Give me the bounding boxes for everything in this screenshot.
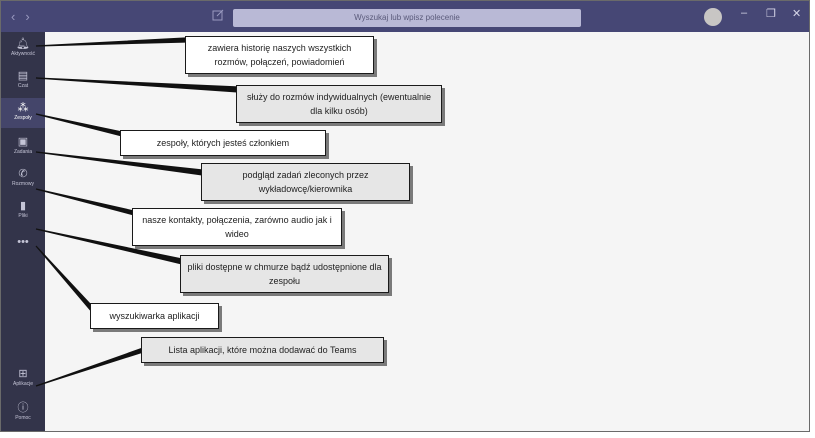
rail-item-calls[interactable]: ✆ Rozmowy: [1, 168, 45, 194]
callout-assignments: podgląd zadań zleconych przez wykładowcę…: [201, 163, 410, 201]
rail-item-activity[interactable]: 🔔︎ Aktywność: [1, 38, 45, 64]
callout-pointer-more: [35, 245, 93, 314]
rail-item-label: Pomoc: [15, 415, 31, 421]
search-input[interactable]: Wyszukaj lub wpisz polecenie: [233, 9, 581, 27]
rail-item-label: Zadania: [13, 149, 33, 155]
help-icon: ⓘ: [17, 402, 29, 414]
maximize-icon[interactable]: ❐: [766, 8, 776, 20]
rail-item-label: Aplikacje: [12, 381, 33, 387]
callout-teams: zespoły, których jesteś członkiem: [120, 130, 326, 156]
bell-icon: 🔔︎: [16, 38, 30, 50]
callout-files: pliki dostępne w chmurze bądź udostępnio…: [180, 255, 389, 293]
assignments-icon: ▣: [17, 136, 29, 148]
callout-apps-list: Lista aplikacji, które można dodawać do …: [141, 337, 384, 363]
rail-item-apps[interactable]: ⊞ Aplikacje: [1, 368, 45, 394]
rail-item-teams[interactable]: ⁂ Zespoły: [1, 98, 45, 128]
rail-item-files[interactable]: ▮ Pliki: [1, 200, 45, 226]
rail-item-label: Pliki: [18, 213, 28, 219]
avatar[interactable]: [704, 8, 722, 26]
compose-icon[interactable]: [211, 8, 225, 22]
more-icon: •••: [17, 236, 29, 248]
callout-activity: zawiera historię naszych wszystkich rozm…: [185, 36, 374, 74]
callout-pointer-teams: [35, 113, 123, 137]
phone-icon: ✆: [18, 168, 28, 180]
rail-item-label: Zespoły: [14, 115, 32, 121]
rail-item-label: Aktywność: [11, 51, 35, 57]
rail-item-more[interactable]: •••: [1, 236, 45, 254]
callout-chat: służy do rozmów indywidualnych (ewentual…: [236, 85, 442, 123]
callout-app-search: wyszukiwarka aplikacji: [90, 303, 219, 329]
callout-pointer-calls: [35, 188, 135, 216]
files-icon: ▮: [19, 200, 27, 212]
callout-calls: nasze kontakty, połączenia, zarówno audi…: [132, 208, 342, 246]
callout-pointer-chat: [35, 77, 239, 93]
rail-item-help[interactable]: ⓘ Pomoc: [1, 402, 45, 428]
callout-pointer-apps: [35, 347, 144, 387]
minimize-icon[interactable]: –: [741, 7, 748, 19]
app-rail: 🔔︎ Aktywność ▤ Czat ⁂ Zespoły ▣ Zadania …: [1, 32, 45, 431]
title-bar: ‹› Wyszukaj lub wpisz polecenie – ❐ ✕: [1, 1, 809, 32]
chat-icon: ▤: [17, 70, 29, 82]
chevron-left-icon[interactable]: ‹: [11, 9, 26, 24]
close-icon[interactable]: ✕: [792, 8, 802, 20]
apps-icon: ⊞: [18, 368, 28, 380]
rail-item-chat[interactable]: ▤ Czat: [1, 70, 45, 96]
rail-item-label: Czat: [17, 83, 29, 89]
teams-icon: ⁂: [17, 102, 29, 114]
callout-pointer-activity: [35, 37, 186, 47]
chevron-right-icon[interactable]: ›: [25, 9, 40, 24]
nav-arrows[interactable]: ‹›: [11, 9, 40, 24]
rail-item-label: Rozmowy: [12, 181, 34, 187]
rail-item-assignments[interactable]: ▣ Zadania: [1, 136, 45, 162]
